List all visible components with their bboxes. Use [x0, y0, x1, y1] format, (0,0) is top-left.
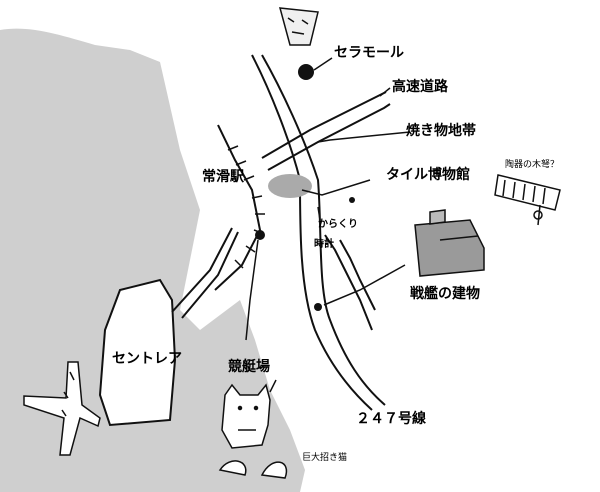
airplane-icon [23, 361, 101, 456]
tile-museum-marker [349, 197, 355, 203]
railway [214, 124, 262, 291]
yakimono-label: 焼き物地帯 [406, 123, 476, 139]
side-road [324, 234, 373, 331]
station-marker [255, 230, 265, 240]
railway-ties [227, 145, 265, 269]
route247-road [251, 54, 373, 411]
boat-race-label: 競艇場 [228, 359, 270, 375]
centrair-island [98, 278, 177, 427]
expressway-road [261, 91, 387, 159]
maneki-neko-label: 巨大招き猫 [302, 453, 348, 463]
leader-lines [245, 57, 411, 341]
battleship-label: 戦艦の建物 [410, 286, 480, 302]
side-road-2 [339, 239, 376, 311]
route247-road-2 [261, 54, 386, 406]
station-label: 常滑駅 [202, 169, 244, 185]
battleship-marker [314, 303, 322, 311]
cup-icon [278, 7, 319, 46]
crossbow-label: 陶器の木弩？ [505, 160, 560, 170]
building-icon [414, 209, 485, 277]
karakuri-label: からくり [318, 219, 358, 230]
expressway-label: 高速道路 [392, 79, 448, 95]
karakuri-label-2: 時計 [314, 239, 334, 250]
ceramall-label: セラモール [334, 45, 404, 61]
airport-bridge [171, 227, 233, 313]
airport-bridge-2 [181, 231, 239, 319]
crossbow-icon [494, 174, 561, 226]
cat-icon [218, 379, 288, 479]
station-area [268, 174, 312, 198]
ceramall-marker [298, 64, 314, 80]
centrair-label: セントレア [112, 351, 182, 367]
tile-museum-label: タイル博物館 [386, 167, 470, 183]
route247-label: ２４７号線 [356, 411, 426, 427]
